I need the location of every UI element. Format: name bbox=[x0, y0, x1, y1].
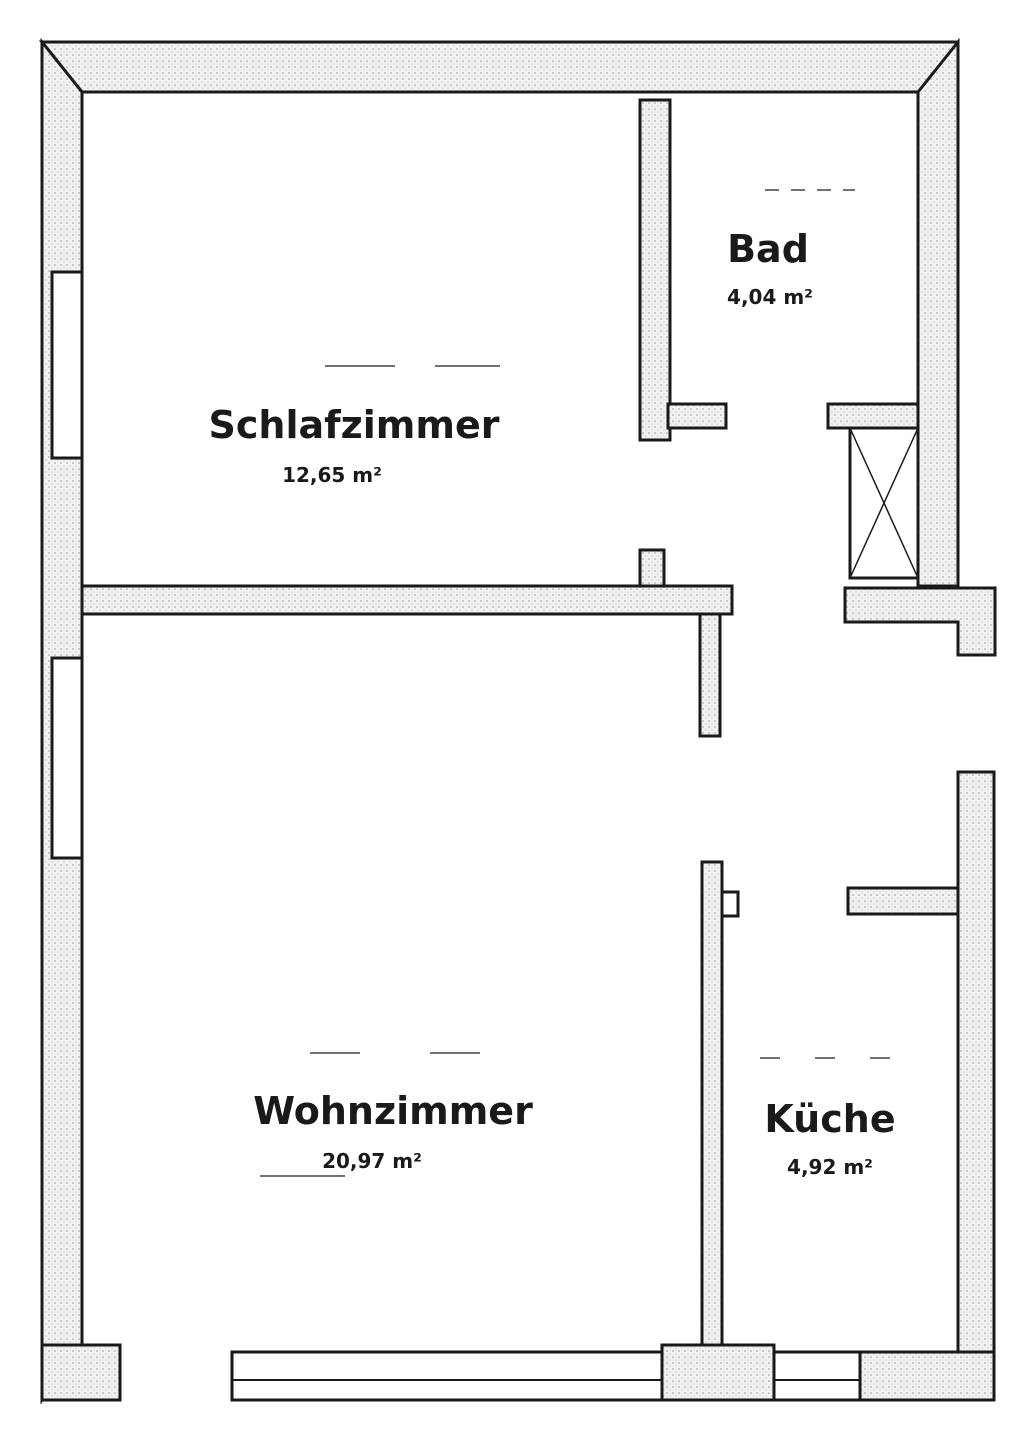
wall-bad-stub bbox=[666, 402, 728, 430]
wall-corner-bottom-left bbox=[40, 1343, 122, 1402]
room-area-schlafzimmer: 12,65 m² bbox=[282, 463, 382, 487]
room-name-schlafzimmer: Schlafzimmer bbox=[209, 403, 500, 447]
wall-middle-stub-top bbox=[638, 548, 666, 588]
room-area-bad: 4,04 m² bbox=[727, 285, 813, 309]
wall-kueche-right bbox=[956, 770, 996, 1402]
wall-bad-right-stub bbox=[826, 402, 920, 430]
window-bottom-right bbox=[772, 1350, 862, 1402]
outer-wall-right-upper bbox=[916, 37, 960, 588]
wall-middle-stub-vertical bbox=[698, 612, 722, 738]
wall-kueche-left bbox=[700, 860, 724, 1358]
wall-below-shaft bbox=[843, 586, 997, 657]
wall-kueche-door-mark bbox=[720, 890, 740, 918]
room-area-kueche: 4,92 m² bbox=[787, 1155, 873, 1179]
wall-bottom-right bbox=[858, 1350, 996, 1402]
shaft-cross-2 bbox=[849, 427, 919, 579]
outer-wall-top bbox=[38, 40, 960, 94]
room-name-bad: Bad bbox=[727, 227, 809, 271]
window-bottom-left bbox=[230, 1350, 664, 1402]
wall-bad-left bbox=[638, 98, 672, 442]
room-name-kueche: Küche bbox=[764, 1097, 895, 1141]
window-left-lower bbox=[50, 656, 84, 860]
room-name-wohnzimmer: Wohnzimmer bbox=[253, 1089, 533, 1133]
room-area-wohnzimmer: 20,97 m² bbox=[322, 1149, 422, 1173]
wall-middle-horizontal bbox=[80, 584, 734, 616]
wall-bottom-pillar bbox=[660, 1343, 776, 1402]
window-left-upper bbox=[50, 270, 84, 460]
wall-kueche-stub bbox=[846, 886, 960, 916]
